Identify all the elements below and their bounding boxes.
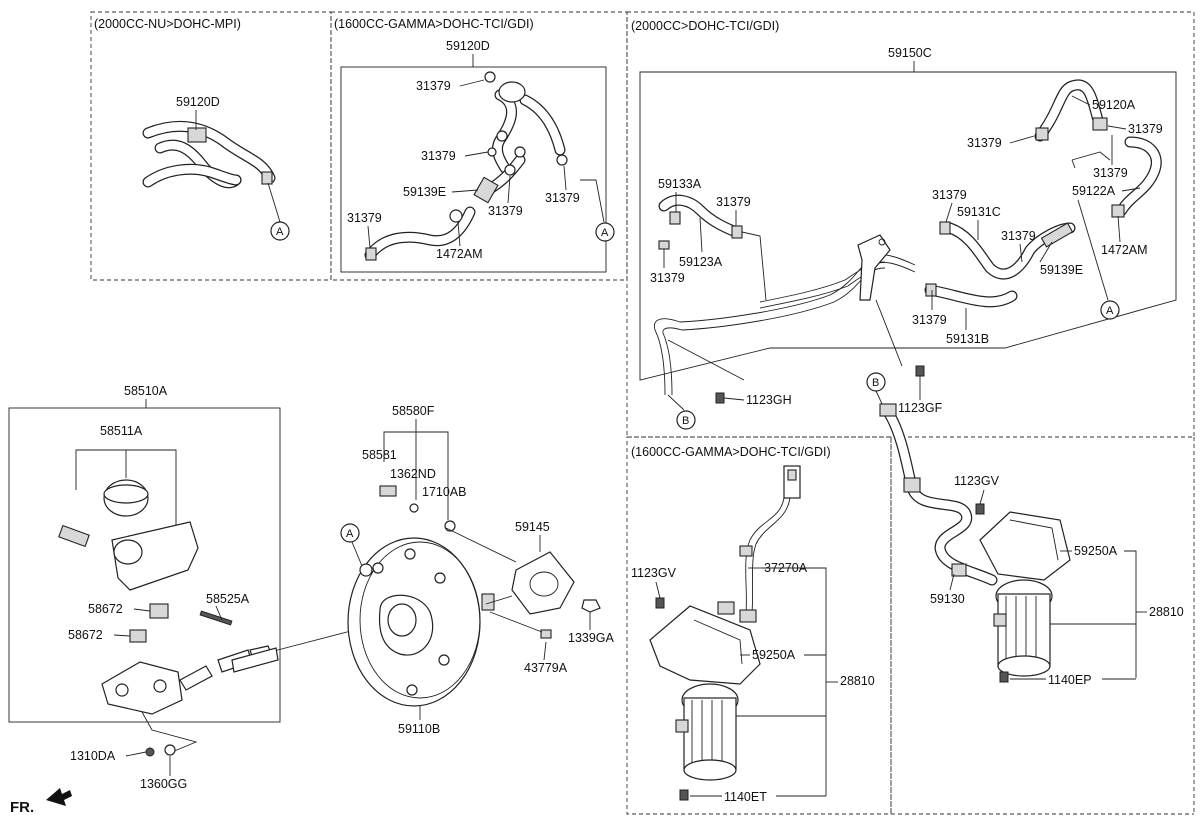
svg-text:31379: 31379: [488, 204, 523, 218]
svg-text:59133A: 59133A: [658, 177, 702, 191]
svg-text:59250A: 59250A: [752, 648, 796, 662]
reservoir: [111, 521, 199, 591]
svg-text:31379: 31379: [421, 149, 456, 163]
svg-text:28810: 28810: [1149, 605, 1184, 619]
svg-text:A: A: [276, 226, 284, 238]
svg-text:31379: 31379: [1093, 166, 1128, 180]
callout-a-booster: [340, 523, 360, 543]
svg-text:58672: 58672: [68, 628, 103, 642]
svg-text:A: A: [346, 528, 354, 540]
callout-a-tci: [1100, 300, 1120, 320]
callout-b-tci: [676, 410, 696, 430]
svg-text:1360GG: 1360GG: [140, 777, 187, 791]
cylinder-body: [101, 661, 183, 715]
svg-text:31379: 31379: [716, 195, 751, 209]
section-title-gamma-top: (1600CC-GAMMA>DOHC-TCI/GDI): [334, 17, 534, 31]
svg-text:59145: 59145: [515, 520, 550, 534]
tci-assembly-box: [639, 71, 1177, 381]
svg-text:58525A: 58525A: [206, 592, 250, 606]
gamma-top-box: [340, 66, 607, 273]
svg-text:1339GA: 1339GA: [568, 631, 615, 645]
vacuum-pump-2000: [879, 403, 1071, 677]
pump-bracket-2000: [979, 511, 1071, 581]
svg-text:31379: 31379: [1128, 122, 1163, 136]
section-frames: [90, 11, 1195, 815]
svg-text:28810: 28810: [840, 674, 875, 688]
svg-text:1472AM: 1472AM: [1101, 243, 1148, 257]
svg-text:59250A: 59250A: [1074, 544, 1118, 558]
svg-text:59120A: 59120A: [1092, 98, 1136, 112]
front-arrow-icon: [46, 788, 72, 806]
svg-text:31379: 31379: [416, 79, 451, 93]
svg-text:43779A: 43779A: [524, 661, 568, 675]
svg-text:31379: 31379: [1001, 229, 1036, 243]
brake-booster: [231, 537, 495, 707]
hose-assembly-gamma: [364, 71, 568, 261]
section-title-tci-2000: (2000CC>DOHC-TCI/GDI): [631, 19, 779, 33]
svg-text:58581: 58581: [362, 448, 397, 462]
svg-text:59139E: 59139E: [403, 185, 446, 199]
label-58580F: 58580F: [392, 404, 435, 418]
label-59120D-nu: 59120D: [176, 95, 220, 109]
svg-text:59131C: 59131C: [957, 205, 1001, 219]
frame-nu-mpi: [90, 11, 332, 281]
svg-text:1710AB: 1710AB: [422, 485, 466, 499]
svg-text:59139E: 59139E: [1040, 263, 1083, 277]
svg-text:59131B: 59131B: [946, 332, 989, 346]
label-58511A: 58511A: [100, 424, 143, 438]
svg-text:A: A: [601, 227, 609, 239]
master-cylinder: [58, 479, 273, 715]
frame-tci-2000: [626, 11, 1195, 438]
svg-text:59122A: 59122A: [1072, 184, 1116, 198]
svg-text:B: B: [682, 415, 689, 427]
svg-text:31379: 31379: [912, 313, 947, 327]
pump-body: [683, 697, 737, 769]
svg-text:31379: 31379: [347, 211, 382, 225]
svg-text:1123GV: 1123GV: [954, 474, 1000, 488]
svg-text:59130: 59130: [930, 592, 965, 606]
svg-text:1472AM: 1472AM: [436, 247, 483, 261]
front-direction-label: FR.: [10, 799, 34, 816]
booster-gasket: [511, 551, 575, 615]
label-59120D-gamma: 59120D: [446, 39, 490, 53]
section-title-nu-mpi: (2000CC-NU>DOHC-MPI): [94, 17, 241, 31]
label-59150C: 59150C: [888, 46, 932, 60]
svg-text:1362ND: 1362ND: [390, 467, 436, 481]
svg-text:59123A: 59123A: [679, 255, 723, 269]
svg-text:1123GH: 1123GH: [746, 393, 792, 407]
label-58510A: 58510A: [124, 384, 168, 398]
svg-text:58672: 58672: [88, 602, 123, 616]
hose-assembly-tci: [653, 79, 1162, 396]
pump-bracket: [649, 605, 761, 685]
svg-text:B: B: [872, 377, 879, 389]
svg-text:31379: 31379: [545, 191, 580, 205]
vacuum-pump-gamma: [649, 465, 801, 781]
frame-gamma-pump: [626, 436, 892, 815]
svg-text:31379: 31379: [967, 136, 1002, 150]
svg-text:1123GV: 1123GV: [631, 566, 677, 580]
svg-text:1140ET: 1140ET: [724, 790, 767, 804]
callout-a-nu: [270, 221, 290, 241]
svg-text:1140EP: 1140EP: [1048, 673, 1092, 687]
section-title-gamma-pump: (1600CC-GAMMA>DOHC-TCI/GDI): [631, 445, 831, 459]
callout-a-gamma: [595, 222, 615, 242]
svg-text:A: A: [1106, 305, 1114, 317]
svg-text:31379: 31379: [932, 188, 967, 202]
hose-assembly-nu: [142, 120, 276, 189]
svg-text:1123GF: 1123GF: [898, 401, 943, 415]
svg-text:59110B: 59110B: [398, 722, 440, 736]
svg-text:1310DA: 1310DA: [70, 749, 116, 763]
svg-text:31379: 31379: [650, 271, 685, 285]
master-cylinder-box: [8, 407, 281, 723]
